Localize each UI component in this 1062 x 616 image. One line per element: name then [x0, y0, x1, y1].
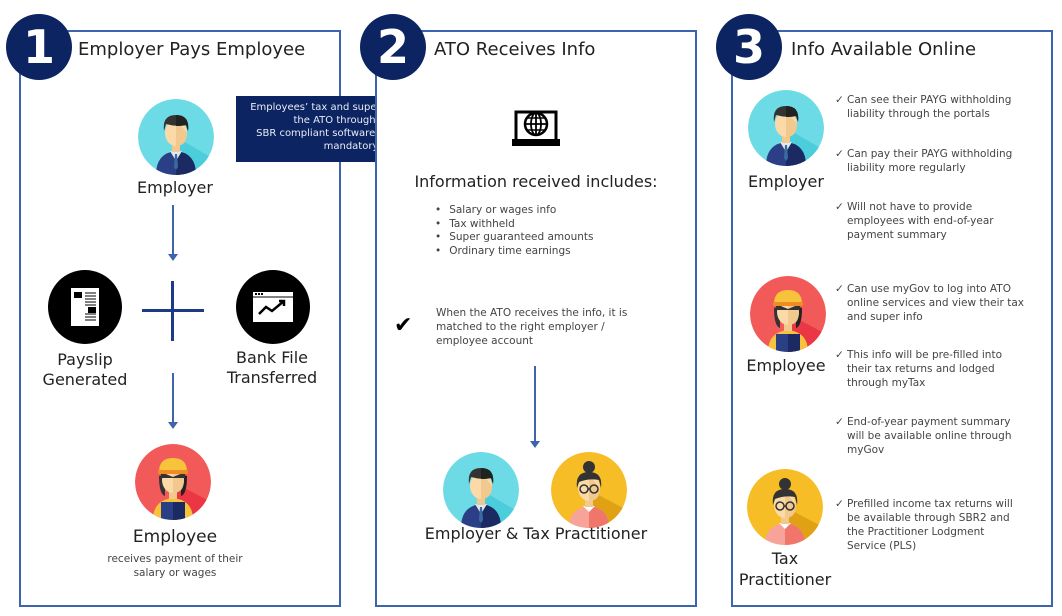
match-line: matched to the right employer /: [436, 321, 605, 333]
check-icon: ✓: [835, 498, 844, 510]
step1-title: Employer Pays Employee: [78, 39, 306, 60]
bank-file-label-line2: Transferred: [226, 368, 318, 387]
employee-desc-line1: receives payment of their: [107, 553, 243, 565]
employee-avatar-icon: [135, 444, 211, 520]
check-icon: ✓: [835, 148, 844, 160]
info-item: Ordinary time earnings: [435, 245, 594, 259]
point-line: Can pay their PAYG withholding: [847, 148, 1013, 160]
point-line: will be available online through: [847, 430, 1012, 442]
point-line: Prefilled income tax returns will: [847, 498, 1013, 510]
check-point-4: ✓Can use myGov to log into ATO online ser…: [835, 282, 1050, 324]
checkmark-icon: ✔: [394, 313, 413, 338]
check-point-5: ✓This info will be pre-filled into their …: [835, 348, 1050, 390]
step3-employer-label: Employer: [748, 172, 824, 191]
point-line: their tax returns and lodged: [847, 363, 995, 375]
point-line: Can use myGov to log into ATO: [847, 283, 1011, 295]
employee-desc-line2: salary or wages: [133, 567, 217, 579]
point-line: myGov: [847, 444, 885, 456]
point-line: and super info: [847, 311, 923, 323]
check-icon: ✓: [835, 283, 844, 295]
check-icon: ✓: [835, 94, 844, 106]
info-items-list: Salary or wages info Tax withheld Super …: [435, 204, 594, 259]
step2-title: ATO Receives Info: [434, 39, 596, 60]
check-point-6: ✓End-of-year payment summary will be avai…: [835, 415, 1050, 457]
employee-avatar-icon: [750, 276, 826, 352]
result-label: Employer & Tax Practitioner: [424, 524, 648, 543]
practitioner-label-line2: Practitioner: [738, 570, 832, 589]
point-line: This info will be pre-filled into: [847, 349, 1002, 361]
step3-practitioner-label: Tax Practitioner: [725, 548, 845, 590]
payslip-label: Payslip Generated: [35, 350, 135, 390]
callout-line: Employees’ tax and super info is sent to: [250, 102, 452, 113]
point-line: employees with end-of-year: [847, 215, 994, 227]
step3-number-badge: 3: [716, 14, 782, 80]
arrow-down-icon: [530, 366, 540, 448]
bank-file-label-line1: Bank File: [235, 348, 309, 367]
point-line: be available through SBR2 and: [847, 512, 1010, 524]
info-item: Tax withheld: [435, 218, 594, 232]
info-heading: Information received includes:: [414, 172, 658, 191]
match-line: When the ATO receives the info, it is: [436, 307, 628, 319]
employer-avatar-icon: [443, 452, 519, 528]
check-point-3: ✓Will not have to provide employees with …: [835, 200, 1050, 242]
callout-line: SBR compliant software like foundU is: [256, 128, 446, 139]
point-line: online services and view their tax: [847, 297, 1024, 309]
step2-number-badge: 2: [360, 14, 426, 80]
point-line: liability through the portals: [847, 108, 990, 120]
point-line: the Practitioner Lodgment: [847, 526, 985, 538]
tax-practitioner-avatar-icon: [747, 469, 823, 545]
payslip-label-line1: Payslip: [57, 350, 113, 369]
practitioner-label-line1: Tax: [771, 549, 799, 568]
step3-employee-label: Employee: [746, 356, 826, 375]
point-line: Will not have to provide: [847, 201, 973, 213]
check-point-1: ✓Can see their PAYG withholding liability…: [835, 93, 1050, 121]
check-icon: ✓: [835, 201, 844, 213]
callout-line: mandatory: [323, 141, 379, 152]
arrow-down-icon: [168, 205, 178, 261]
bank-file-icon: [236, 270, 310, 344]
check-point-7: ✓Prefilled income tax returns will be ava…: [835, 497, 1050, 553]
check-icon: ✓: [835, 416, 844, 428]
check-point-2: ✓Can pay their PAYG withholding liability…: [835, 147, 1050, 175]
point-line: through myTax: [847, 377, 926, 389]
laptop-globe-icon: [512, 110, 560, 146]
point-line: Can see their PAYG withholding: [847, 94, 1012, 106]
step1-employee-desc: receives payment of their salary or wage…: [80, 552, 270, 580]
step1-number-badge: 1: [6, 14, 72, 80]
tax-practitioner-avatar-icon: [551, 452, 627, 528]
bank-file-label: Bank File Transferred: [222, 348, 322, 388]
point-line: liability more regularly: [847, 162, 966, 174]
point-line: End-of-year payment summary: [847, 416, 1011, 428]
payslip-label-line2: Generated: [42, 370, 128, 389]
step1-employer-label: Employer: [137, 178, 213, 197]
match-line: employee account: [436, 335, 533, 347]
info-item: Salary or wages info: [435, 204, 594, 218]
employer-avatar-icon: [748, 90, 824, 166]
point-line: payment summary: [847, 229, 947, 241]
payslip-icon: [48, 270, 122, 344]
check-icon: ✓: [835, 349, 844, 361]
plus-icon-vertical: [171, 281, 174, 341]
point-line: Service (PLS): [847, 540, 917, 552]
match-text: When the ATO receives the info, it is ma…: [436, 306, 627, 348]
callout-line: the ATO through SBR2.: [293, 115, 409, 126]
info-item: Super guaranteed amounts: [435, 231, 593, 245]
employer-avatar-icon: [138, 99, 214, 175]
step1-employee-label: Employee: [132, 527, 218, 547]
arrow-down-icon: [168, 373, 178, 429]
step3-title: Info Available Online: [791, 39, 977, 60]
